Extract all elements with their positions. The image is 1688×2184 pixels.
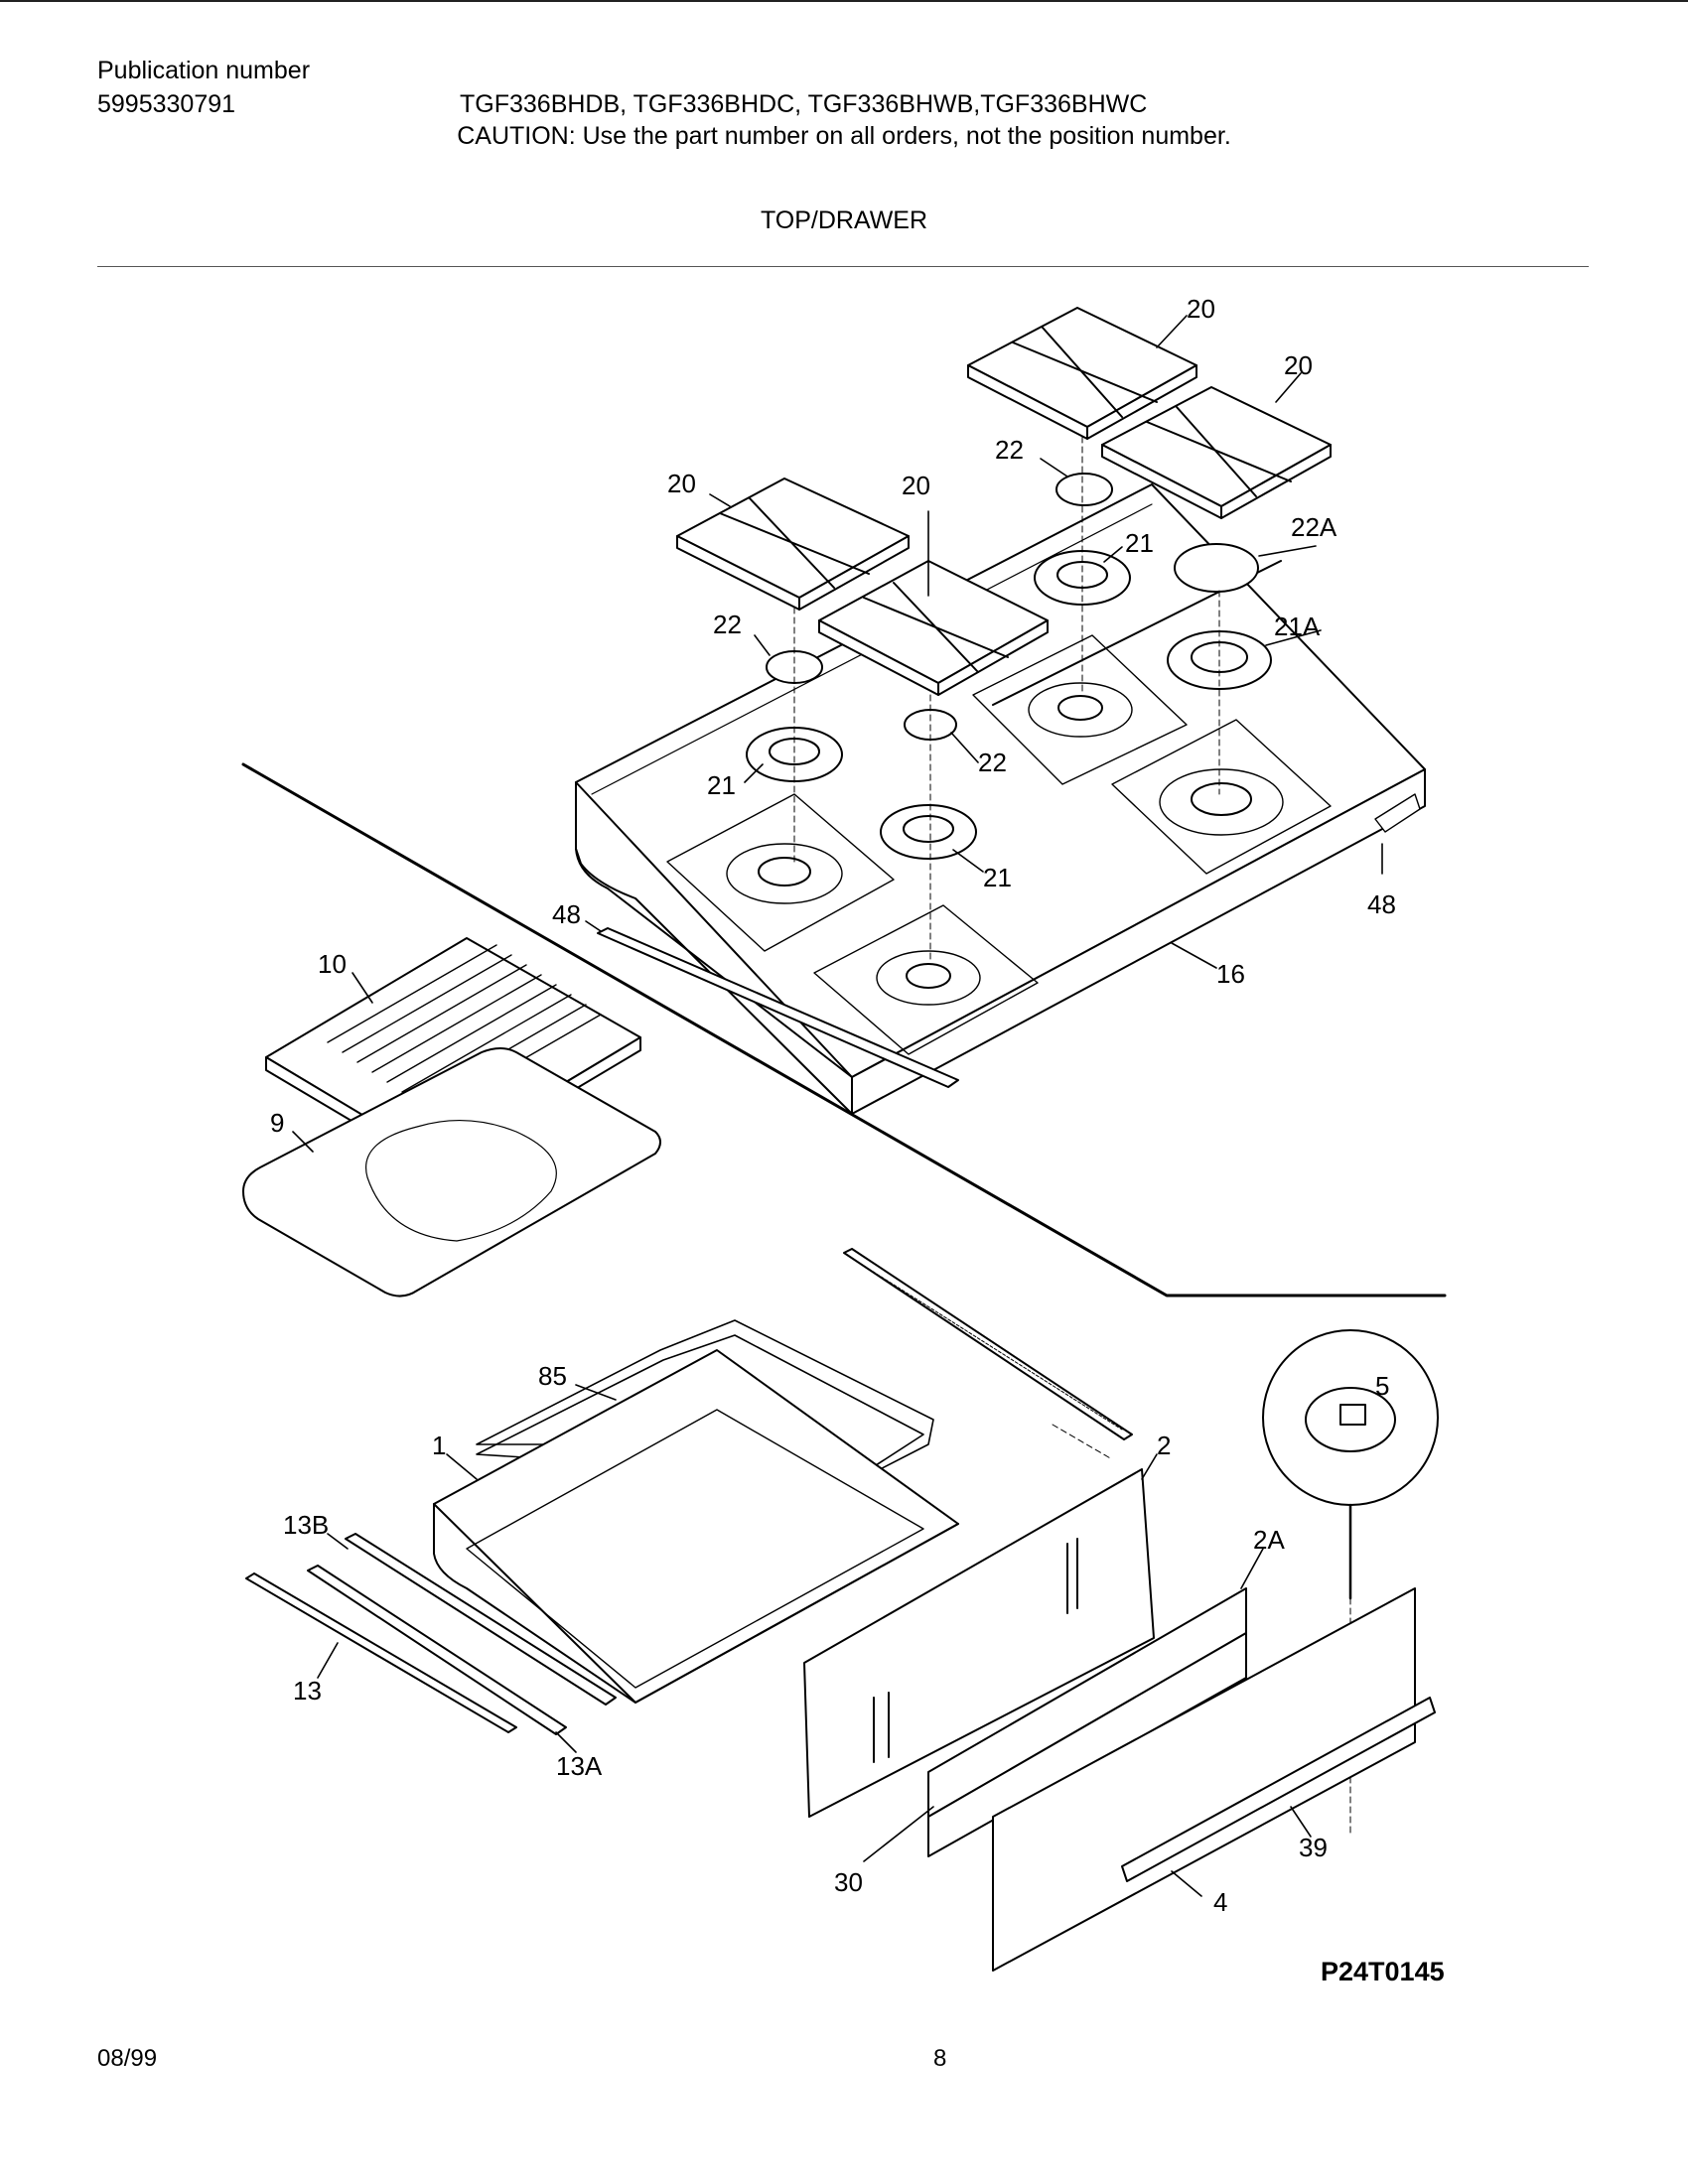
callout: 1 [432,1431,446,1460]
model-numbers: TGF336BHDB, TGF336BHDC, TGF336BHWB,TGF33… [460,90,1148,118]
callout: 48 [1367,889,1396,919]
publication-label: Publication number [97,57,311,84]
callout-labels: 20 20 20 20 22 22 22 22A 21 21 21 21A 48… [270,294,1445,1986]
callout: 21 [1125,528,1154,558]
callout: 20 [902,471,930,500]
callout: 30 [834,1867,863,1897]
header-rule [97,266,1589,267]
callout: 5 [1375,1371,1389,1401]
callout: 20 [1284,350,1313,380]
callout: 20 [667,469,696,498]
caution-note: CAUTION: Use the part number on all orde… [457,122,1231,150]
drawer-side-2 [803,1468,1155,1818]
drawer-face-4 [992,1587,1436,1972]
page-number: 8 [933,2045,947,2072]
callout: 21 [707,770,736,800]
leader-lines [292,315,1383,1897]
callout: 22 [978,748,1007,777]
top-border [0,0,1688,2]
figure-code: P24T0145 [1321,1957,1445,1986]
drawer-body-1 [433,1349,959,1704]
callout: 22 [995,435,1024,465]
callout: 13B [283,1510,329,1540]
detail-circle-5 [1262,1329,1439,1600]
section-divider [241,762,1447,1297]
callout: 21A [1274,612,1321,641]
callout: 22 [713,610,742,639]
callout: 9 [270,1108,284,1138]
callout: 39 [1299,1833,1328,1862]
broiler-pan-9 [242,1047,661,1297]
callout: 48 [552,899,581,929]
callout: 2 [1157,1431,1171,1460]
side-trim-48 [597,927,959,1088]
callout: 4 [1213,1887,1227,1917]
callout: 21 [983,863,1012,892]
callout: 22A [1291,512,1337,542]
drawer-panel-30 [927,1587,1247,1857]
footer-date: 08/99 [97,2045,158,2072]
callout: 10 [318,949,347,979]
drawer-slides-13 [245,1533,617,1735]
callout: 20 [1187,294,1215,324]
grates-20 [676,307,1332,696]
section-title: TOP/DRAWER [760,206,928,234]
callout: 85 [538,1361,567,1391]
callout: 16 [1216,959,1245,989]
rear-bracket [843,1248,1133,1440]
callout: 13A [556,1751,603,1781]
callout: 2A [1253,1525,1285,1555]
callout: 13 [293,1676,322,1706]
cooktop-16 [575,483,1426,1115]
publication-number: 5995330791 [97,90,236,118]
